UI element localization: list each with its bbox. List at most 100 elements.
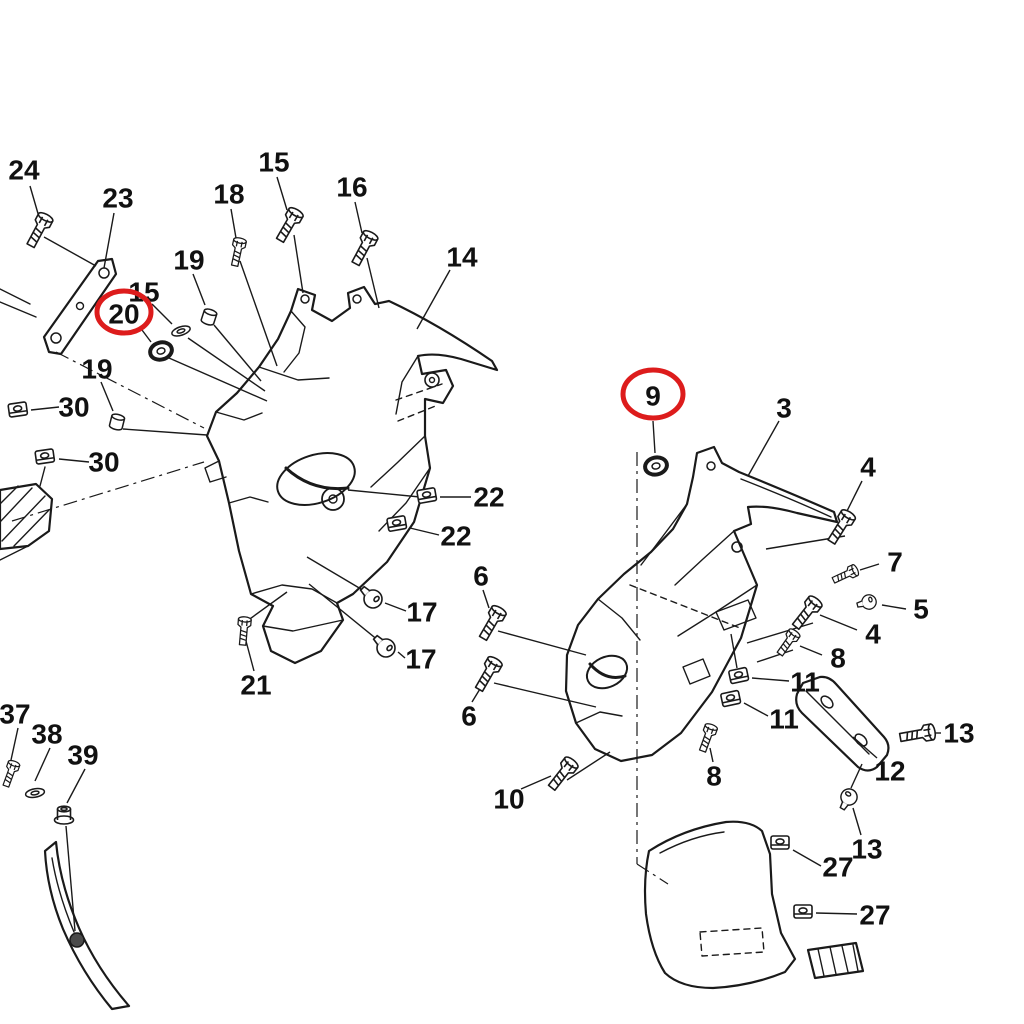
assembly-line: [246, 591, 288, 622]
part-label-18: 18: [213, 179, 244, 210]
leader-line-37: [10, 727, 19, 761]
edge-inner-line: [51, 857, 75, 933]
panel-opening-shade: [588, 662, 627, 679]
fold-line: [395, 355, 419, 415]
mount-hole: [321, 487, 345, 511]
assembly-line: [308, 583, 380, 642]
highlight-circle-20: [94, 288, 154, 336]
part-label-27: 27: [859, 900, 890, 931]
leader-line-9: [652, 420, 656, 454]
screw-icon-part-18: [227, 236, 248, 268]
leader-line-39: [66, 768, 86, 804]
leader-line-3: [747, 420, 780, 477]
assembly-line: [850, 763, 863, 789]
fold-line: [228, 496, 269, 504]
bracket-tab: [682, 658, 711, 685]
leader-line-19: [100, 381, 114, 412]
leader-line-7: [859, 563, 880, 571]
leader-line-22: [409, 527, 440, 536]
slot-hole: [820, 695, 834, 709]
part-label-13: 13: [851, 834, 882, 865]
fold-line: [370, 435, 426, 488]
fold-line: [597, 598, 641, 641]
cover-edge: [659, 831, 725, 854]
screw-icon-part-16: [347, 228, 380, 269]
leader-line-27: [792, 849, 822, 867]
leader-line-12: [852, 736, 878, 759]
part-label-11: 11: [790, 667, 820, 698]
assembly-line: [746, 622, 814, 644]
mount-hole: [428, 376, 436, 384]
part-label-4: 4: [860, 452, 876, 483]
leader-line-8: [709, 747, 714, 763]
part-label-16: 16: [336, 172, 367, 203]
fold-line: [215, 411, 263, 421]
part-label-22: 22: [440, 521, 471, 552]
clipnut-icon-part-27: [793, 904, 813, 919]
static-art: [0, 257, 890, 1011]
dome-icon-part-5: [854, 592, 879, 613]
leader-line-11: [743, 702, 769, 717]
highlight-circle-9: [620, 367, 686, 421]
mount-hole: [50, 332, 62, 344]
part-label-22: 22: [473, 482, 504, 513]
fold-line: [674, 530, 735, 586]
fold-line: [262, 619, 344, 632]
screw-icon-part-21: [235, 615, 253, 647]
clipnut-icon-part-30: [34, 448, 56, 466]
leader-line-30: [30, 406, 60, 411]
mount-hole: [731, 541, 743, 553]
flangenut-icon-part-39: [53, 805, 75, 825]
vent-grille: [806, 941, 865, 980]
front-stay-panel: [204, 285, 499, 665]
leader-line-15: [151, 303, 173, 325]
part-label-27: 27: [822, 852, 853, 883]
assembly-line: [347, 489, 421, 498]
clipnut-icon-part-22: [385, 514, 408, 533]
mount-hole: [706, 461, 716, 471]
part-label-8: 8: [706, 761, 722, 792]
fold-line: [283, 310, 306, 373]
lower-side-panel-edge: [43, 840, 131, 1011]
part-label-3: 3: [776, 393, 792, 424]
part-label-6: 6: [473, 561, 489, 592]
leader-line-30: [58, 458, 90, 463]
mount-hole: [328, 494, 338, 504]
part-label-17: 17: [406, 597, 437, 628]
part-label-5: 5: [913, 594, 929, 625]
part-label-38: 38: [31, 719, 62, 750]
assembly-line: [293, 234, 304, 294]
screw-icon-part-13: [898, 722, 938, 747]
assembly-line: [756, 649, 794, 663]
hidden-pocket: [699, 927, 765, 957]
dome-icon-part-13: [834, 785, 861, 814]
leader-line-14: [416, 269, 451, 330]
part-label-9: 9: [645, 381, 661, 412]
leader-line-6: [482, 589, 490, 609]
panel-opening-shade: [284, 466, 350, 491]
screw-icon-part-37: [0, 758, 22, 789]
leader-line-16: [354, 201, 363, 234]
side-tab: [204, 460, 227, 483]
part-label-10: 10: [493, 784, 524, 815]
screw-icon-part-24: [22, 210, 55, 251]
center-line: [55, 351, 205, 429]
hidden-edge: [397, 404, 439, 422]
panel-bolt: [69, 932, 85, 948]
part-label-15: 15: [258, 147, 289, 178]
lower-cover-outline: [643, 820, 797, 990]
hidden-edge: [395, 383, 443, 401]
part-label-37: 37: [0, 699, 31, 730]
screw-icon-part-8: [695, 721, 719, 754]
leader-line-11: [751, 677, 790, 682]
leader-line-15: [276, 176, 288, 211]
dome-icon-part-17: [368, 630, 400, 662]
leader-line-4: [845, 480, 863, 514]
clipnut-icon-part-11: [727, 666, 750, 685]
part-label-11: 11: [769, 704, 799, 735]
clipnut-icon-part-11: [719, 689, 742, 708]
misc-lines: [0, 288, 46, 561]
slot-hole: [854, 733, 868, 747]
